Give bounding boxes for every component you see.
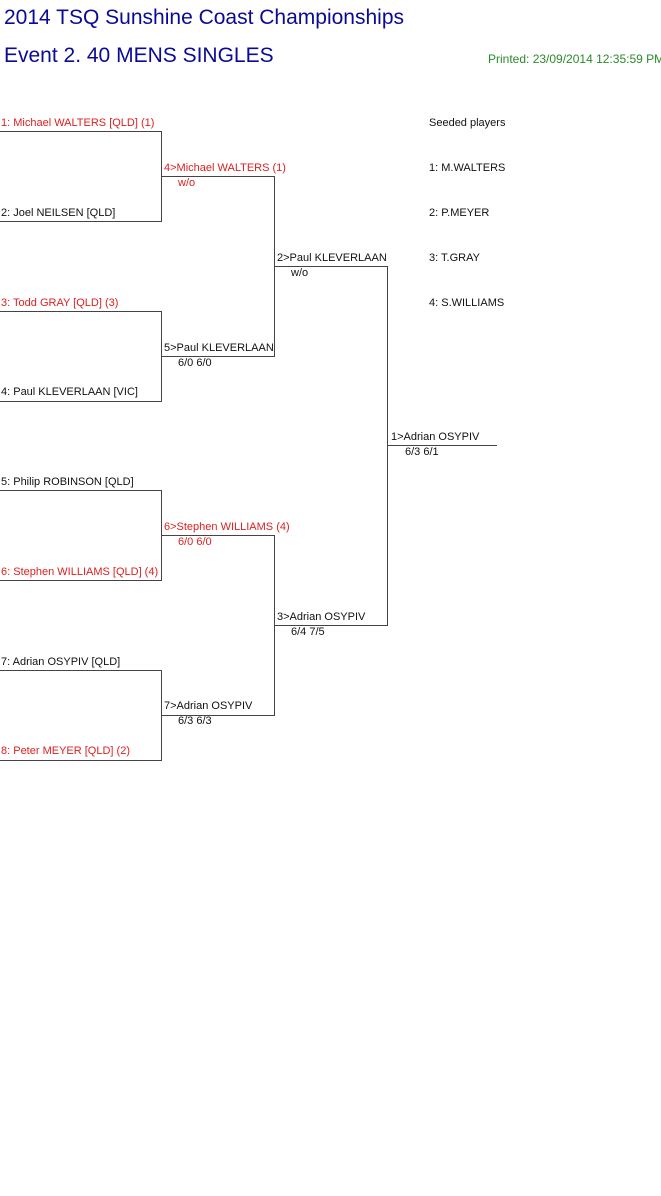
- match-score: 6/0 6/0: [178, 536, 212, 548]
- draw-line: [0, 580, 161, 581]
- champion: 1>Adrian OSYPIV: [391, 431, 480, 443]
- draw-line: [161, 356, 275, 357]
- match-score: 6/4 7/5: [291, 626, 325, 638]
- draw-entry: 4: Paul KLEVERLAAN [VIC]: [1, 386, 138, 398]
- draw-entry: 7: Adrian OSYPIV [QLD]: [1, 656, 121, 668]
- draw-line: [387, 445, 497, 446]
- draw-entry: 5: Philip ROBINSON [QLD]: [1, 476, 134, 488]
- draw-entry: 1: Michael WALTERS [QLD] (1): [1, 117, 155, 129]
- match-winner: 2>Paul KLEVERLAAN: [277, 252, 387, 264]
- draw-line: [0, 131, 161, 132]
- draw-line: [161, 176, 275, 177]
- draw-line: [274, 625, 388, 626]
- draw-entry: 3: Todd GRAY [QLD] (3): [1, 297, 119, 309]
- draw-line: [274, 266, 388, 267]
- bracket-connector: [387, 266, 388, 626]
- match-score: w/o: [178, 177, 196, 189]
- match-winner: 6>Stephen WILLIAMS (4): [164, 521, 290, 533]
- seeds-heading: Seeded players: [429, 117, 506, 129]
- draw-entry: 2: Joel NEILSEN [QLD]: [1, 207, 116, 219]
- draw-line: [0, 760, 161, 761]
- match-winner: 3>Adrian OSYPIV: [277, 611, 366, 623]
- match-score: 6/0 6/0: [178, 357, 212, 369]
- seed-entry: 1: M.WALTERS: [429, 162, 506, 174]
- draw-line: [0, 401, 161, 402]
- match-winner: 5>Paul KLEVERLAAN: [164, 342, 274, 354]
- event-title: Event 2. 40 MENS SINGLES: [4, 44, 274, 67]
- final-score: 6/3 6/1: [405, 446, 439, 458]
- seed-entry: 2: P.MEYER: [429, 207, 490, 219]
- tournament-title: 2014 TSQ Sunshine Coast Championships: [4, 6, 405, 29]
- match-score: 6/3 6/3: [178, 715, 212, 727]
- draw-line: [0, 311, 161, 312]
- draw-line: [161, 535, 275, 536]
- seed-entry: 3: T.GRAY: [429, 252, 480, 264]
- draw-line: [161, 715, 275, 716]
- match-score: w/o: [291, 267, 309, 279]
- printed-timestamp: Printed: 23/09/2014 12:35:59 PM: [488, 52, 661, 66]
- match-winner: 7>Adrian OSYPIV: [164, 700, 253, 712]
- draw-entry: 8: Peter MEYER [QLD] (2): [1, 745, 130, 757]
- draw-entry: 6: Stephen WILLIAMS [QLD] (4): [1, 566, 159, 578]
- draw-line: [0, 490, 161, 491]
- draw-line: [0, 670, 161, 671]
- match-winner: 4>Michael WALTERS (1): [164, 162, 286, 174]
- seed-entry: 4: S.WILLIAMS: [429, 297, 505, 309]
- draw-line: [0, 221, 161, 222]
